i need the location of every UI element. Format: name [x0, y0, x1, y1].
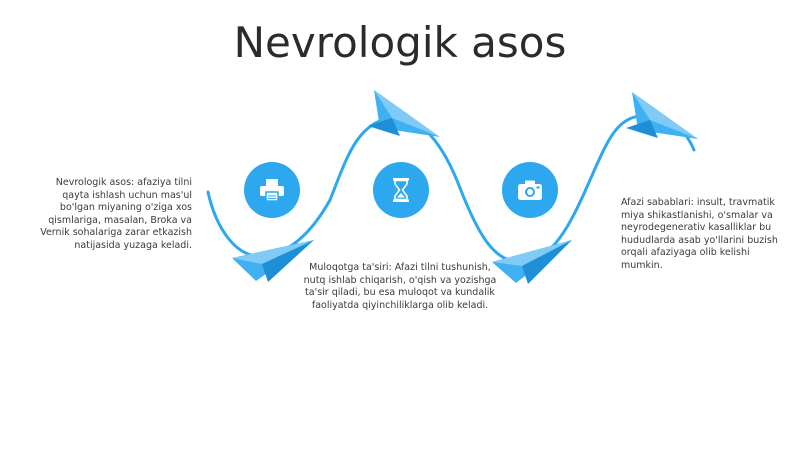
printer-icon — [260, 179, 284, 202]
step-1-circle — [244, 162, 300, 218]
camera-icon — [518, 180, 542, 200]
paper-plane-4 — [626, 92, 698, 139]
step-3-circle — [502, 162, 558, 218]
paper-plane-3 — [492, 240, 572, 284]
paper-plane-2 — [368, 90, 440, 137]
page-title: Nevrologik asos — [233, 18, 567, 67]
hourglass-icon — [393, 178, 409, 202]
step-1-text: Nevrologik asos: afaziya tilni qayta ish… — [40, 177, 192, 251]
step-2-text: Muloqotga ta'siri: Afazi tilni tushunish… — [303, 262, 497, 311]
step-2-circle — [373, 162, 429, 218]
step-3-text: Afazi sabablari: insult, travmatik miya … — [621, 197, 778, 271]
paper-plane-1 — [232, 240, 314, 282]
